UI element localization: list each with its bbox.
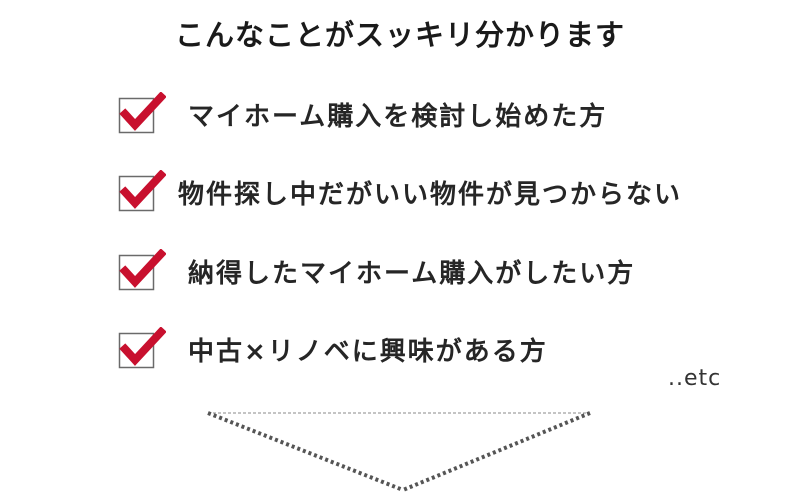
checkbox-checked-icon [118, 327, 166, 371]
check-item: 物件探し中だがいい物件が見つからない [118, 170, 682, 214]
check-item-label: マイホーム購入を検討し始めた方 [188, 101, 608, 132]
checkbox-checked-icon [118, 249, 166, 293]
section-headline: こんなことがスッキリ分かります [174, 18, 625, 52]
check-item: 納得したマイホーム購入がしたい方 [118, 249, 635, 293]
checkbox-checked-icon [118, 92, 166, 136]
etc-note: ..etc [668, 366, 722, 391]
check-item-label: 中古×リノベに興味がある方 [188, 336, 548, 367]
check-item: マイホーム購入を検討し始めた方 [118, 92, 607, 136]
check-item-label: 納得したマイホーム購入がしたい方 [188, 258, 636, 289]
checkbox-checked-icon [118, 170, 166, 214]
check-item-label: 物件探し中だがいい物件が見つからない [178, 179, 683, 210]
check-item: 中古×リノベに興味がある方 [118, 327, 548, 371]
